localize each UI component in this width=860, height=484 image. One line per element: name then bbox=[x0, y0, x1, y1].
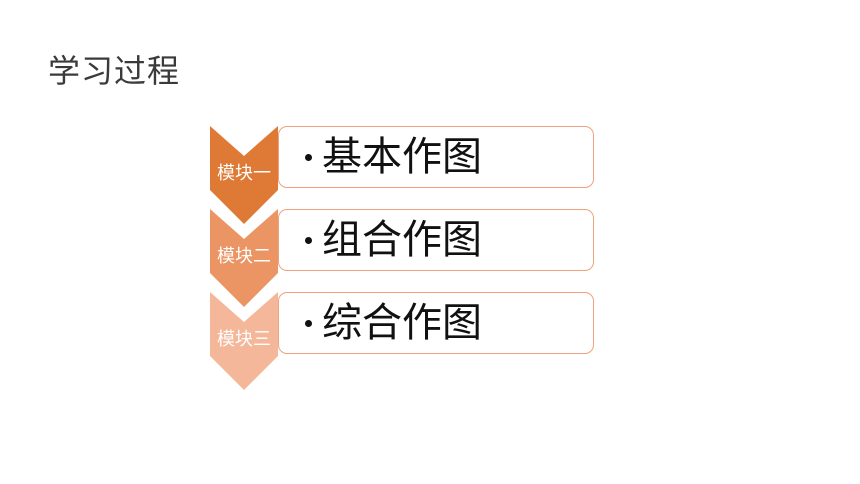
stage-1-box: 基本作图 bbox=[278, 126, 594, 188]
stage-2-chevron-shape bbox=[210, 209, 278, 307]
stage-1-text: 基本作图 bbox=[322, 134, 482, 180]
stage-1-chevron-shape bbox=[210, 126, 278, 224]
stage-2-text: 组合作图 bbox=[322, 217, 482, 263]
stage-2-label: 模块二 bbox=[217, 246, 271, 267]
stage-3-chevron: 模块三 bbox=[210, 292, 278, 390]
stage-2-chevron: 模块二 bbox=[210, 209, 278, 307]
stage-3-box: 综合作图 bbox=[278, 292, 594, 354]
stage-3-text: 综合作图 bbox=[322, 300, 482, 346]
stage-3-label: 模块三 bbox=[217, 329, 271, 350]
bullet-icon bbox=[305, 153, 312, 161]
stage-2: 模块二 组合作图 bbox=[210, 209, 594, 307]
stage-1: 模块一 基本作图 bbox=[210, 126, 594, 224]
bullet-icon bbox=[305, 319, 312, 327]
stage-3: 模块三 综合作图 bbox=[210, 292, 594, 390]
bullet-icon bbox=[305, 236, 312, 244]
stage-1-chevron: 模块一 bbox=[210, 126, 278, 224]
stage-1-label: 模块一 bbox=[217, 163, 271, 184]
stage-2-box: 组合作图 bbox=[278, 209, 594, 271]
stage-3-chevron-shape bbox=[210, 292, 278, 390]
page-title: 学习过程 bbox=[48, 52, 181, 90]
